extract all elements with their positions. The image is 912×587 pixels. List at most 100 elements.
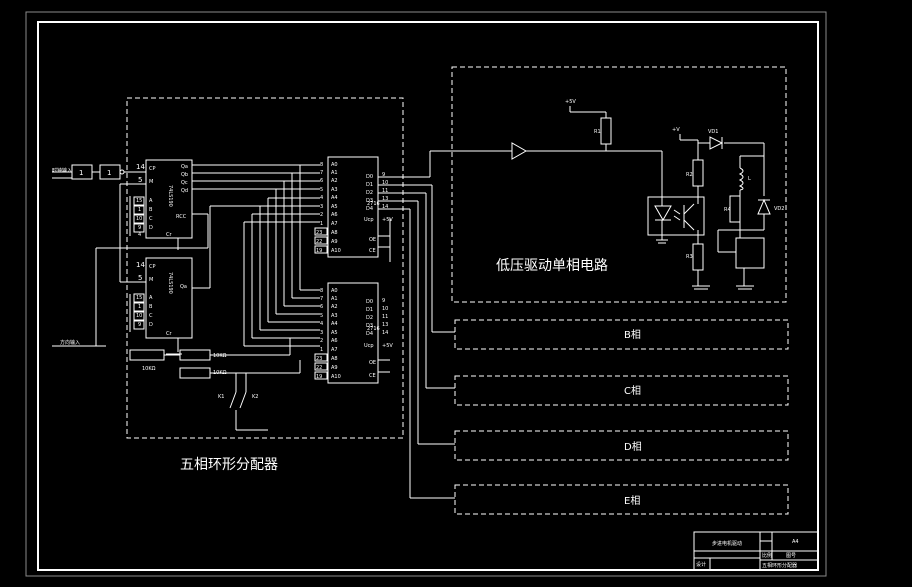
svg-text:3: 3 <box>320 204 323 210</box>
svg-text:+5V: +5V <box>382 217 393 223</box>
svg-text:9: 9 <box>382 172 385 178</box>
data-output-wires <box>378 150 512 499</box>
svg-text:4: 4 <box>138 232 141 238</box>
inverter-bubble-2 <box>119 169 125 175</box>
driver-circuit-boundary <box>451 66 787 303</box>
title-block-size: A4 <box>792 539 799 545</box>
switch-k1-label: K1 <box>218 394 224 400</box>
svg-text:4: 4 <box>320 195 323 201</box>
svg-text:14: 14 <box>136 261 145 269</box>
svg-text:23: 23 <box>316 356 322 362</box>
svg-text:5: 5 <box>320 313 323 319</box>
eprom-2-address-pins: 8 7 6 5 4 3 2 1 23 22 19 <box>316 288 323 380</box>
driver-circuit-block: 低压驱动单相电路 +5V R1 +V <box>451 66 787 303</box>
svg-text:Ucp: Ucp <box>364 217 374 223</box>
svg-text:D4: D4 <box>366 206 373 212</box>
ring-distributor-title: 五相环形分配器 <box>180 457 278 473</box>
svg-text:6: 6 <box>320 178 323 184</box>
svg-text:13: 13 <box>382 322 388 328</box>
svg-text:6: 6 <box>320 304 323 310</box>
svg-text:A4: A4 <box>331 195 338 201</box>
ring-distributor-boundary <box>126 97 404 439</box>
counter-chip-1 <box>145 159 193 239</box>
svg-text:14: 14 <box>136 163 145 171</box>
resistor-r2-label: R2 <box>686 172 693 178</box>
svg-text:3: 3 <box>320 330 323 336</box>
svg-text:2: 2 <box>320 212 323 218</box>
svg-text:Ucp: Ucp <box>364 343 374 349</box>
svg-text:C: C <box>149 216 153 222</box>
svg-text:A: A <box>149 198 153 204</box>
title-block-drawing-name: 五相环形分配器 <box>762 562 797 569</box>
svg-text:23: 23 <box>316 230 322 236</box>
diode-vd1-label: VD1 <box>708 129 718 135</box>
eprom-1-address-pins: 8 7 6 5 4 3 2 1 23 22 19 <box>316 162 323 254</box>
eprom-2-data-labels: D0 D1 D2 D3 D4 Ucp OE CE <box>364 299 376 379</box>
svg-text:1: 1 <box>138 304 141 310</box>
svg-text:11: 11 <box>382 188 388 194</box>
direction-input-label: 方向输入 <box>60 339 80 346</box>
svg-text:A2: A2 <box>331 304 338 310</box>
resistor-r3 <box>692 243 704 271</box>
svg-text:19: 19 <box>316 248 322 254</box>
svg-text:A3: A3 <box>331 187 338 193</box>
svg-text:CP: CP <box>149 166 156 172</box>
svg-text:15: 15 <box>136 198 142 204</box>
svg-text:8: 8 <box>320 288 323 294</box>
ring-distributor-block: 五相环形分配器 时钟输入 方向输入 1 1 74LS190 14 5 15 1 … <box>52 97 512 499</box>
coil-inductor <box>738 167 744 191</box>
svg-text:D2: D2 <box>366 315 373 321</box>
eprom-1-address-labels: A0 A1 A2 A3 A4 A5 A6 A7 A8 A9 A10 <box>331 162 341 254</box>
svg-text:5: 5 <box>320 187 323 193</box>
drawing-border-inner <box>37 21 819 571</box>
svg-text:A7: A7 <box>331 221 338 227</box>
diode-vd2-label: VD2 <box>774 206 784 212</box>
eprom-1-data-pins: 9 10 11 13 14 +5V <box>382 172 393 223</box>
svg-text:B相: B相 <box>624 328 641 341</box>
counter-2-input-boxes <box>129 293 145 332</box>
drawing-border-outer <box>25 11 827 577</box>
resistor-r3-label: R3 <box>686 254 693 260</box>
counter-chip-2-label: 74LS190 <box>167 272 173 294</box>
svg-text:D1: D1 <box>366 182 373 188</box>
svg-text:10: 10 <box>136 216 142 222</box>
resistor-2 <box>179 349 211 361</box>
counter-interconnect-wires <box>95 164 320 355</box>
switch-wires <box>164 354 300 431</box>
svg-text:A10: A10 <box>331 374 341 380</box>
svg-text:2: 2 <box>320 338 323 344</box>
svg-text:22: 22 <box>316 239 322 245</box>
svg-text:1: 1 <box>138 207 141 213</box>
svg-text:OE: OE <box>369 360 376 366</box>
svg-text:A3: A3 <box>331 313 338 319</box>
title-block-number: 图号 <box>786 553 796 559</box>
svg-text:+5V: +5V <box>382 343 393 349</box>
svg-text:D0: D0 <box>366 174 373 180</box>
eprom-chip-1-label: 2716 <box>367 201 380 207</box>
coil-label: L <box>748 176 751 182</box>
svg-text:22: 22 <box>316 365 322 371</box>
title-block <box>693 531 819 571</box>
title-block-name: 步进电机驱动 <box>712 540 742 547</box>
svg-text:5: 5 <box>138 176 142 184</box>
svg-text:D4: D4 <box>366 331 373 337</box>
svg-text:A1: A1 <box>331 296 338 302</box>
supply-r1-wires <box>569 106 607 151</box>
eprom-chip-2 <box>327 282 379 384</box>
svg-text:10: 10 <box>136 313 142 319</box>
switch-k2-label: K2 <box>252 394 258 400</box>
eprom-2-data-pins: 9 10 11 13 14 +5V <box>382 298 393 349</box>
svg-text:D: D <box>149 225 153 231</box>
svg-text:15: 15 <box>136 295 142 301</box>
svg-text:14: 14 <box>382 204 388 210</box>
svg-text:Qa: Qa <box>180 284 187 290</box>
title-block-design: 设计 <box>696 561 706 568</box>
svg-text:A6: A6 <box>331 338 338 344</box>
svg-text:A6: A6 <box>331 212 338 218</box>
eprom-2-pin-boxes <box>314 353 390 380</box>
svg-text:D: D <box>149 322 153 328</box>
title-block-scale: 比例 <box>762 552 772 559</box>
resistor-r4-label: R4 <box>724 207 731 213</box>
svg-text:D相: D相 <box>624 440 642 453</box>
